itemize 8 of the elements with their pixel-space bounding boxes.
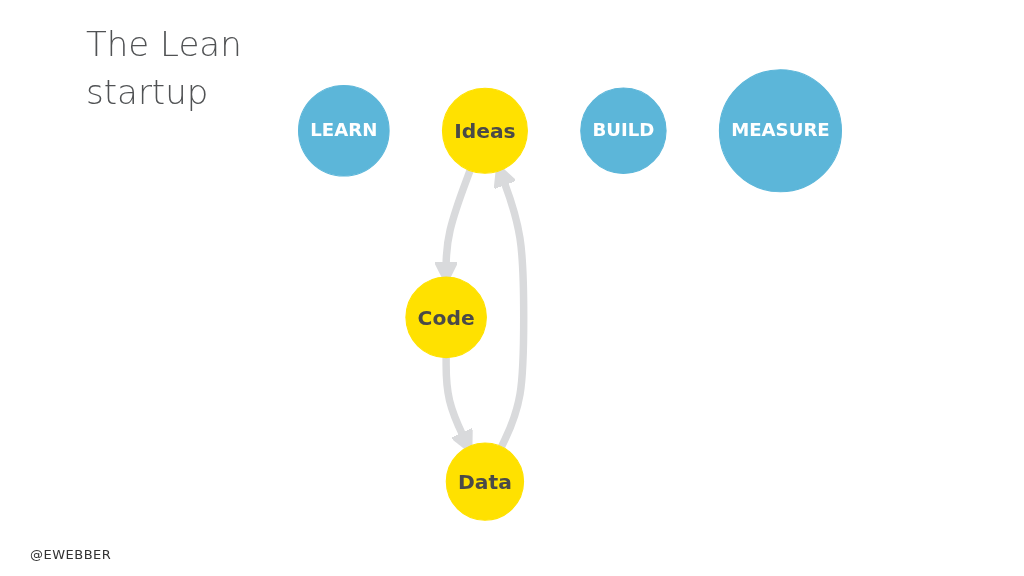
node-circle: Code — [405, 276, 487, 359]
author-handle: @EWEBBER — [30, 547, 112, 562]
node-circle: BUILD — [580, 87, 667, 174]
node-circle: LEARN — [298, 84, 390, 177]
node-circle: Ideas — [441, 87, 528, 174]
node-circle: Data — [445, 442, 525, 521]
node-circle: MEASURE — [718, 69, 842, 193]
title: The Lean startup — [86, 23, 243, 114]
